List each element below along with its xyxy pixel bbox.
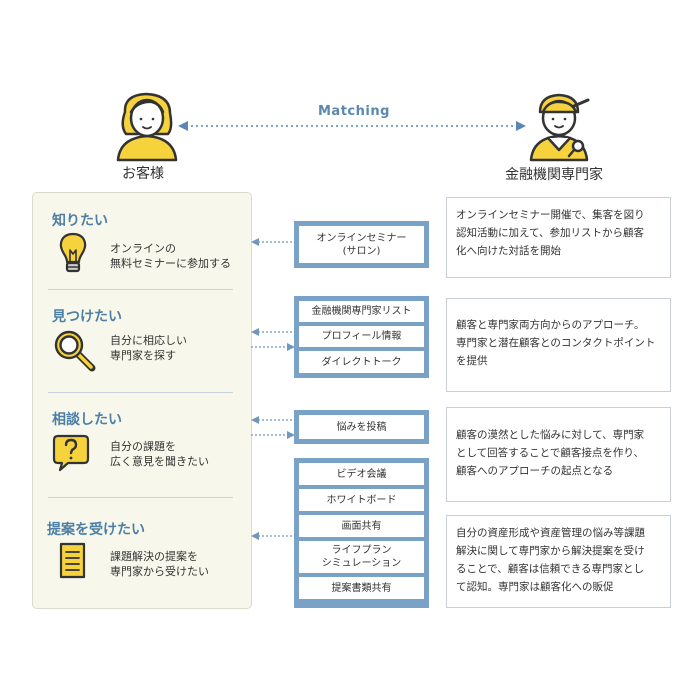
document-icon (59, 542, 86, 579)
service-group-proposal: ビデオ会議 ホワイトボード 画面共有 ライフプラン シミュレーション 提案書類共… (294, 458, 429, 608)
section-desc-line: 専門家から受けたい (110, 565, 209, 578)
arrow-to-proposal (251, 532, 294, 540)
description-line: ることで、顧客は信頼できる専門家とし (456, 563, 645, 575)
service-profile-info[interactable]: プロフィール情報 (299, 326, 424, 347)
section-title-learn: 知りたい (52, 213, 108, 229)
description-box-seminar: オンラインセミナー開催で、集客を図り 認知活動に加えて、参加リストから顧客 化へ… (446, 197, 671, 278)
service-group-find: 金融機関専門家リスト プロフィール情報 ダイレクトトーク (294, 296, 429, 378)
service-post-worry[interactable]: 悩みを投稿 (299, 415, 424, 439)
section-divider (48, 497, 233, 498)
section-desc-line: オンラインの (110, 242, 176, 255)
description-line: オンラインセミナー開催で、集客を図り (456, 209, 645, 221)
connector-arrows (251, 238, 295, 540)
service-group-consult: 悩みを投稿 (294, 410, 429, 444)
description-line: 認知活動に加えて、参加リストから顧客 (456, 227, 644, 239)
description-line: 自分の資産形成や資産管理の悩み等課題 (456, 527, 645, 539)
description-box-consult: 顧客の漠然とした悩みに対して、専門家 として回答することで顧客接点を作り、 顧客… (446, 407, 671, 502)
customer-label: お客様 (122, 166, 164, 182)
description-line: 専門家と潜在顧客とのコンタクトポイント (456, 337, 656, 349)
matching-arrow (178, 121, 526, 131)
section-title-consult: 相談したい (52, 412, 122, 428)
service-group-seminar: オンラインセミナー (サロン) (294, 221, 429, 268)
customer-avatar-icon (116, 92, 178, 162)
expert-label: 金融機関専門家 (505, 167, 603, 183)
description-line: 顧客へのアプローチの起点となる (456, 465, 614, 477)
service-expert-list[interactable]: 金融機関専門家リスト (299, 301, 424, 322)
service-screen-share[interactable]: 画面共有 (299, 515, 424, 537)
arrow-to-find-2 (251, 343, 295, 351)
description-line: 化へ向けた対話を開始 (456, 245, 561, 257)
service-online-seminar[interactable]: オンラインセミナー (サロン) (299, 226, 424, 263)
description-line: を提供 (456, 355, 488, 367)
description-line: として回答することで顧客接点を作り、 (456, 447, 644, 459)
section-desc-line: 無料セミナーに参加する (110, 257, 231, 270)
section-desc-line: 広く意見を聞きたい (110, 455, 209, 468)
section-desc-line: 専門家を探す (110, 349, 176, 362)
service-label: オンラインセミナー (316, 232, 407, 244)
lightbulb-icon (59, 232, 87, 273)
section-desc-line: 課題解決の提案を (110, 550, 198, 563)
description-line: 顧客と専門家両方向からのアプローチ。 (456, 319, 645, 331)
arrow-to-find-1 (251, 328, 294, 336)
section-divider (48, 289, 233, 290)
question-bubble-icon (52, 434, 90, 472)
arrow-to-consult-2 (251, 431, 295, 439)
arrow-to-learn (251, 238, 294, 246)
service-label: ライフプラン (331, 545, 392, 556)
description-box-proposal: 自分の資産形成や資産管理の悩み等課題 解決に関して専門家から解決提案を受け るこ… (446, 515, 671, 608)
expert-avatar-icon (529, 93, 590, 162)
description-line: 解決に関して専門家から解決提案を受け (456, 545, 645, 557)
header-graphics (116, 92, 590, 162)
description-line: て認知。専門家は顧客化への販促 (456, 581, 614, 593)
section-title-proposal: 提案を受けたい (47, 522, 145, 538)
section-divider (48, 392, 233, 393)
section-title-find: 見つけたい (52, 309, 122, 325)
description-line: 顧客の漠然とした悩みに対して、専門家 (456, 429, 645, 441)
service-life-plan-sim[interactable]: ライフプラン シミュレーション (299, 541, 424, 573)
service-label: シミュレーション (321, 558, 402, 569)
service-direct-talk[interactable]: ダイレクトトーク (299, 351, 424, 373)
matching-label: Matching (318, 104, 390, 119)
description-box-find: 顧客と専門家両方向からのアプローチ。 専門家と潜在顧客とのコンタクトポイント を… (446, 298, 671, 392)
service-whiteboard[interactable]: ホワイトボード (299, 489, 424, 511)
arrow-to-consult-1 (251, 416, 294, 424)
section-desc-line: 自分に相応しい (110, 334, 187, 347)
magnifier-icon (54, 330, 96, 372)
section-desc-line: 自分の課題を (110, 440, 176, 453)
service-doc-share[interactable]: 提案書類共有 (299, 577, 424, 599)
service-label: (サロン) (342, 245, 381, 257)
service-video-meeting[interactable]: ビデオ会議 (299, 463, 424, 485)
